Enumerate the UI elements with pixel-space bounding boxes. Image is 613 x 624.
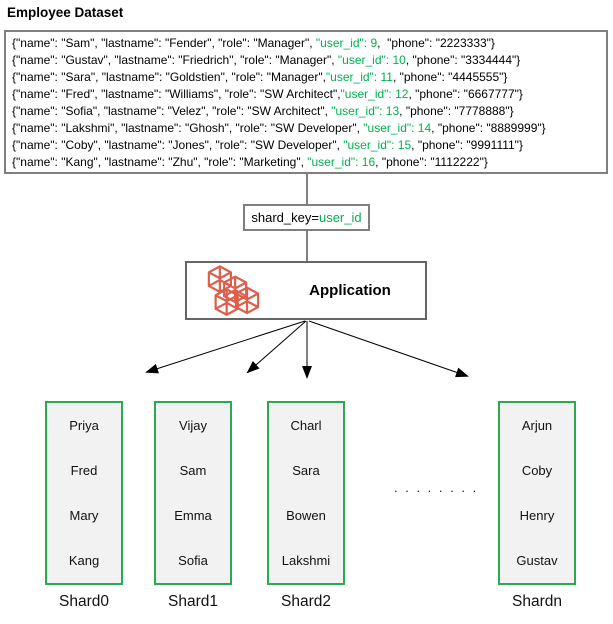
dataset-record: {"name": "Sofia", "lastname": "Velez", "… — [12, 104, 514, 118]
cubes-3d-icon — [207, 264, 260, 316]
shard-key-box: shard_key=user_id — [243, 204, 370, 231]
shard-entry: Lakshmi — [281, 553, 331, 568]
dataset-record: {"name": "Fred", "lastname": "Williams",… — [12, 87, 523, 101]
shardn-label: Shardn — [512, 593, 562, 610]
shard-entry: Arjun — [521, 418, 553, 433]
shard-entry: Coby — [521, 463, 553, 478]
shard1-box: Vijay Sam Emma Sofia — [154, 401, 232, 585]
dataset-record: {"name": "Coby", "lastname": "Jones", "r… — [12, 138, 523, 152]
dataset-record: {"name": "Lakshmi", "lastname": "Ghosh",… — [12, 121, 546, 135]
shard-entry: Priya — [69, 418, 99, 433]
application-box: Application — [185, 261, 427, 320]
shard-entry: Bowen — [286, 508, 326, 523]
shard-entry: Sara — [292, 463, 320, 478]
shard-entry: Charl — [290, 418, 322, 433]
shard-entry: Mary — [69, 508, 99, 523]
dataset-record: {"name": "Sam", "lastname": "Fender", "r… — [12, 36, 495, 50]
dataset-record: {"name": "Sara", "lastname": "Goldstien"… — [12, 70, 508, 84]
dataset-record: {"name": "Kang", "lastname": "Zhu", "rol… — [12, 155, 488, 169]
shard1-label: Shard1 — [168, 593, 218, 610]
shardn-box: Arjun Coby Henry Gustav — [498, 401, 576, 585]
shard-key-value: user_id — [318, 210, 362, 225]
arrow-to-shardn — [308, 320, 469, 378]
shard-entry: Henry — [519, 508, 555, 523]
arrow-to-shard1 — [246, 320, 307, 374]
shard-entry: Vijay — [179, 418, 207, 433]
shard-entry: Kang — [68, 553, 100, 568]
employee-dataset-box: {"name": "Sam", "lastname": "Fender", "r… — [4, 30, 608, 174]
shard-entry: Sam — [179, 463, 207, 478]
shard-entry: Sofia — [178, 553, 208, 568]
shard-entry: Fred — [70, 463, 98, 478]
ellipsis-more-shards: . . . . . . . . — [394, 480, 479, 495]
application-label: Application — [309, 282, 391, 299]
dataset-record: {"name": "Gustav", "lastname": "Friedric… — [12, 53, 521, 67]
shard2-box: Charl Sara Bowen Lakshmi — [267, 401, 345, 585]
shard-entry: Emma — [174, 508, 212, 523]
shard0-label: Shard0 — [59, 593, 109, 610]
shard0-box: Priya Fred Mary Kang — [45, 401, 123, 585]
shard2-label: Shard2 — [281, 593, 331, 610]
arrow-to-shard0 — [145, 320, 306, 374]
shard-key-prefix: shard_key= — [251, 210, 319, 225]
page-title: Employee Dataset — [7, 5, 124, 20]
shard-entry: Gustav — [516, 553, 558, 568]
